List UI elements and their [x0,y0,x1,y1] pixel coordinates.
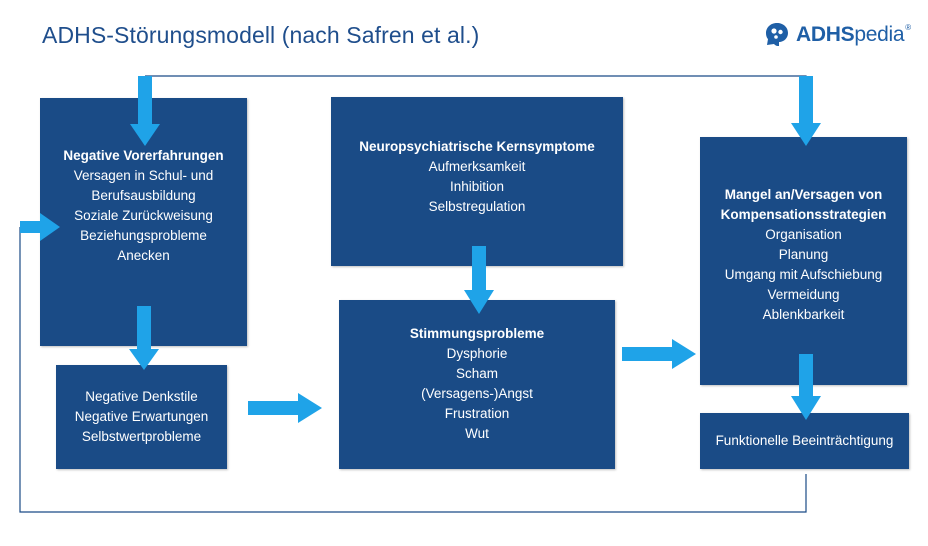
arrow-right-icon [248,393,322,423]
page-title: ADHS-Störungsmodell (nach Safren et al.) [42,22,480,48]
negative-experiences-item: Anecken [117,248,170,263]
compensation-heading-2: Kompensationsstrategien [720,207,887,222]
box-compensation: Mangel an/Versagen von Kompensationsstra… [700,137,907,385]
core-symptoms-heading: Neuropsychiatrische Kernsymptome [359,139,595,154]
negative-thinking-item: Selbstwertprobleme [81,429,202,444]
mood-problems-item: (Versagens-)Angst [421,386,533,401]
compensation-heading: Mangel an/Versagen von [724,187,883,202]
negative-thinking-item: Negative Erwartungen [74,409,209,424]
compensation-item: Vermeidung [767,287,840,302]
logo-registered: ® [905,22,912,32]
mood-problems-item: Scham [455,366,499,381]
box-impairment: Funktionelle Beeinträchtigung [700,413,909,469]
mood-problems-heading: Stimmungsprobleme [409,326,545,341]
core-symptoms-item: Aufmerksamkeit [428,159,526,174]
negative-experiences-item: Berufsausbildung [91,188,196,203]
arrow-down-icon [791,76,821,146]
compensation-item: Umgang mit Aufschiebung [724,267,883,282]
negative-experiences-item: Beziehungsprobleme [80,228,207,243]
logo-wordmark: ADHSpedia [796,23,905,47]
mood-problems-item: Frustration [444,406,510,421]
arrow-down-icon [129,306,159,370]
arrow-down-icon [791,354,821,420]
adhspedia-logo[interactable]: ADHSpedia ® [762,18,911,52]
feedback-loop-line [19,227,807,513]
arrow-down-icon [464,246,494,314]
core-symptoms-item: Selbstregulation [428,199,526,214]
negative-experiences-item: Soziale Zurückweisung [74,208,213,223]
core-symptoms-item: Inhibition [449,179,505,194]
logo-head-icon [766,23,788,46]
arrow-right-icon [622,339,696,369]
arrow-right-icon [20,213,60,241]
negative-thinking-item: Negative Denkstile [85,389,198,404]
negative-experiences-item: Versagen in Schul- und [73,168,214,183]
logo-light: pedia [854,23,905,46]
box-mood-problems: Stimmungsprobleme Dysphorie Scham (Versa… [339,300,615,469]
mood-problems-item: Wut [465,426,489,441]
negative-experiences-heading: Negative Vorerfahrungen [63,148,224,163]
compensation-item: Organisation [765,227,842,242]
impairment-item: Funktionelle Beeinträchtigung [715,433,894,448]
compensation-item: Ablenkbarkeit [762,307,845,322]
arrow-down-icon [130,76,160,146]
compensation-item: Planung [778,247,829,262]
box-core-symptoms: Neuropsychiatrische Kernsymptome Aufmerk… [331,97,623,266]
box-negative-thinking: Negative Denkstile Negative Erwartungen … [56,365,227,469]
logo-bold: ADHS [796,23,855,46]
mood-problems-item: Dysphorie [446,346,508,361]
